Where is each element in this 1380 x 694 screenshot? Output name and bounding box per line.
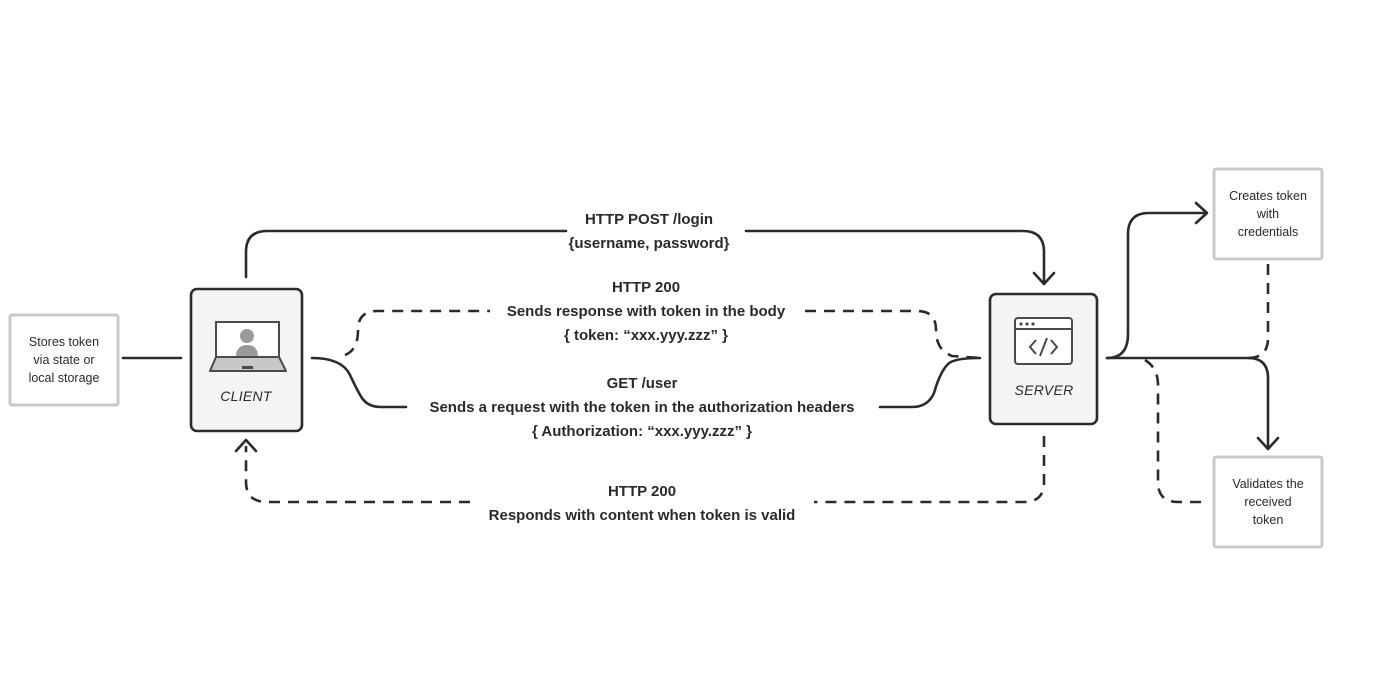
- token-response-label-line: { token: “xxx.yyy.zzz” }: [564, 327, 728, 344]
- create-token-note: Creates token with credentials: [1212, 167, 1324, 261]
- token-response-label-line: Sends response with token in the body: [507, 303, 786, 320]
- code-window-icon: [1014, 317, 1073, 365]
- content-response-label-line: HTTP 200: [608, 483, 676, 500]
- create-token-edge: [1105, 211, 1207, 360]
- storage-note: Stores token via state or local storage: [8, 313, 120, 407]
- token-response-label-line: HTTP 200: [612, 279, 680, 296]
- create-note-line: credentials: [1238, 225, 1298, 239]
- server-label: SERVER: [1014, 382, 1073, 398]
- login-edge: [244, 229, 1046, 285]
- validate-note-line: received: [1244, 495, 1291, 509]
- validate-token-return-edge: [1144, 358, 1209, 504]
- client-node: CLIENT: [189, 287, 304, 433]
- create-note-line: with: [1256, 207, 1279, 221]
- token-response-label: HTTP 200 Sends response with token in th…: [507, 279, 786, 344]
- login-edge-label: HTTP POST /login {username, password}: [569, 211, 730, 252]
- login-label-line: HTTP POST /login: [585, 211, 713, 228]
- content-response-arrowhead: [234, 438, 258, 453]
- storage-note-line: Stores token: [29, 335, 99, 349]
- content-response-edge: [244, 436, 1046, 504]
- validate-note-line: Validates the: [1232, 477, 1303, 491]
- validate-token-note: Validates the received token: [1212, 455, 1324, 549]
- storage-note-line: via state or: [33, 353, 94, 367]
- token-response-edge: [344, 309, 981, 360]
- storage-note-line: local storage: [29, 371, 100, 385]
- get-user-label-line: GET /user: [607, 375, 678, 392]
- get-user-label-line: Sends a request with the token in the au…: [429, 399, 854, 416]
- get-user-label-line: { Authorization: “xxx.yyy.zzz” }: [532, 423, 752, 440]
- validate-token-arrowhead: [1256, 436, 1280, 451]
- create-token-return-edge: [1247, 264, 1270, 360]
- laptop-user-icon: [209, 321, 287, 372]
- content-response-label-line: Responds with content when token is vali…: [489, 507, 796, 524]
- create-token-arrowhead: [1194, 201, 1209, 225]
- get-user-label: GET /user Sends a request with the token…: [429, 375, 854, 440]
- login-arrowhead: [1032, 271, 1056, 286]
- create-note-line: Creates token: [1229, 189, 1307, 203]
- validate-token-edge: [1105, 356, 1270, 449]
- login-label-line: {username, password}: [569, 235, 730, 252]
- server-node: SERVER: [988, 292, 1099, 426]
- client-label: CLIENT: [220, 388, 273, 404]
- get-user-edge: [310, 356, 982, 409]
- validate-note-line: token: [1253, 513, 1284, 527]
- content-response-label: HTTP 200 Responds with content when toke…: [489, 483, 796, 524]
